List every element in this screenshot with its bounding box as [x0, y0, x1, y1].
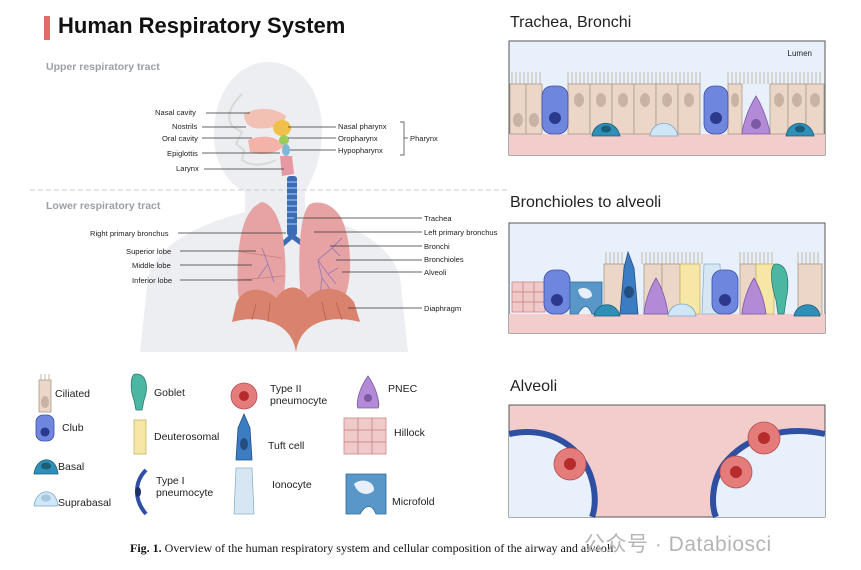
right-lung [237, 202, 286, 313]
tuft-icon [235, 412, 253, 461]
hypopharynx-shape [282, 144, 290, 156]
label-middle-lobe: Middle lobe [132, 261, 171, 270]
label-bronchioles: Bronchioles [424, 255, 464, 264]
legend-suprabasal: Suprabasal [58, 497, 112, 509]
type1-pneumocyte-layer [508, 429, 598, 518]
bronchioles-epithelium-panel [508, 222, 826, 334]
label-trachea: Trachea [424, 214, 452, 223]
label-left-primary-bronchus: Left primary bronchus [424, 228, 498, 237]
pnec-icon [356, 375, 380, 409]
basal-cell [593, 304, 621, 317]
anatomy-illustration [30, 62, 510, 352]
type1-pneumocyte-icon [135, 468, 148, 516]
legend-club: Club [62, 422, 84, 434]
hillock-icon [343, 417, 387, 455]
label-pharynx: Pharynx [410, 134, 438, 143]
legend-type2-line2: pneumocyte [270, 395, 328, 407]
basement-tissue [509, 314, 825, 333]
goblet-icon [130, 373, 147, 411]
club-icon [35, 414, 55, 442]
legend-microfold: Microfold [392, 496, 435, 508]
lower-tract-label: Lower respiratory tract [46, 200, 161, 212]
upper-tract-label: Upper respiratory tract [46, 61, 160, 73]
figure-title: Human Respiratory System [58, 13, 346, 38]
legend-icons [33, 373, 387, 516]
label-inferior-lobe: Inferior lobe [132, 276, 173, 285]
pnec-cell [643, 277, 669, 315]
diaphragm-shape [232, 287, 360, 352]
oral-cavity-shape [248, 136, 284, 154]
ionocyte-icon [233, 467, 255, 515]
alveoli-panel [508, 404, 826, 518]
club-cell [711, 269, 739, 315]
label-nasal-pharynx: Nasal pharynx [338, 122, 387, 131]
suprabasal-cell [649, 122, 679, 137]
club-cell [541, 85, 569, 135]
label-epiglottis: Epiglottis [167, 149, 198, 158]
watermark: 公众号 · Databiosci [584, 533, 772, 556]
type2-pneumocyte-icon [230, 382, 258, 410]
panel-title-trachea: Trachea, Bronchi [510, 14, 632, 31]
left-lung [299, 202, 351, 309]
legend-hillock: Hillock [394, 427, 425, 439]
ciliated-icon [38, 374, 52, 413]
legend-type1-line1: Type I [156, 475, 185, 487]
label-oropharynx: Oropharynx [338, 134, 378, 143]
pnec-cell [741, 277, 767, 315]
legend-type1-line2: pneumocyte [156, 487, 214, 499]
hillock-cells [511, 281, 546, 313]
legend-pnec: PNEC [388, 383, 418, 395]
larynx-shape [280, 156, 294, 176]
deuterosomal-icon [133, 419, 147, 455]
label-larynx: Larynx [176, 164, 199, 173]
caption-label: Fig. 1. [130, 541, 162, 555]
basal-icon [33, 459, 59, 475]
legend-goblet: Goblet [154, 387, 185, 399]
label-nasal-cavity: Nasal cavity [155, 108, 196, 117]
panel-title-alveoli: Alveoli [510, 378, 558, 395]
suprabasal-icon [33, 491, 59, 507]
legend-ciliated: Ciliated [55, 388, 91, 400]
label-hypopharynx: Hypopharynx [338, 146, 383, 155]
nasal-pharynx-shape [273, 120, 291, 136]
legend-basal: Basal [58, 461, 85, 473]
pnec-cell [741, 95, 771, 135]
figure-caption: Fig. 1. Overview of the human respirator… [130, 541, 617, 556]
basal-cell [793, 304, 821, 317]
basement-tissue [509, 134, 825, 155]
microfold-icon [345, 473, 387, 515]
club-cell [543, 269, 571, 315]
alveolus-space [713, 431, 825, 517]
lumen-label: Lumen [788, 49, 812, 58]
title-accent-bar [44, 16, 50, 40]
legend-deuterosomal: Deuterosomal [154, 431, 220, 443]
panel-title-bronchioles: Bronchioles to alveoli [510, 194, 662, 211]
trachea-epithelium-panel: Lumen [508, 40, 826, 156]
oropharynx-shape [279, 135, 289, 145]
suprabasal-cell [667, 303, 697, 317]
club-cell [703, 85, 729, 135]
legend-ionocyte: Ionocyte [272, 479, 312, 491]
label-oral-cavity: Oral cavity [162, 134, 198, 143]
caption-text: Overview of the human respiratory system… [164, 541, 617, 555]
label-alveoli: Alveoli [424, 268, 447, 277]
bronchiole-tree [257, 237, 343, 295]
goblet-cell [771, 263, 789, 315]
label-right-primary-bronchus: Right primary bronchus [90, 229, 169, 238]
tuft-cell [619, 250, 639, 315]
legend-tuft: Tuft cell [268, 440, 305, 452]
label-bronchi: Bronchi [424, 242, 450, 251]
legend-type2-line1: Type II [270, 383, 302, 395]
label-superior-lobe: Superior lobe [126, 247, 172, 256]
label-diaphragm: Diaphragm [424, 304, 462, 313]
label-nostrils: Nostrils [172, 122, 198, 131]
